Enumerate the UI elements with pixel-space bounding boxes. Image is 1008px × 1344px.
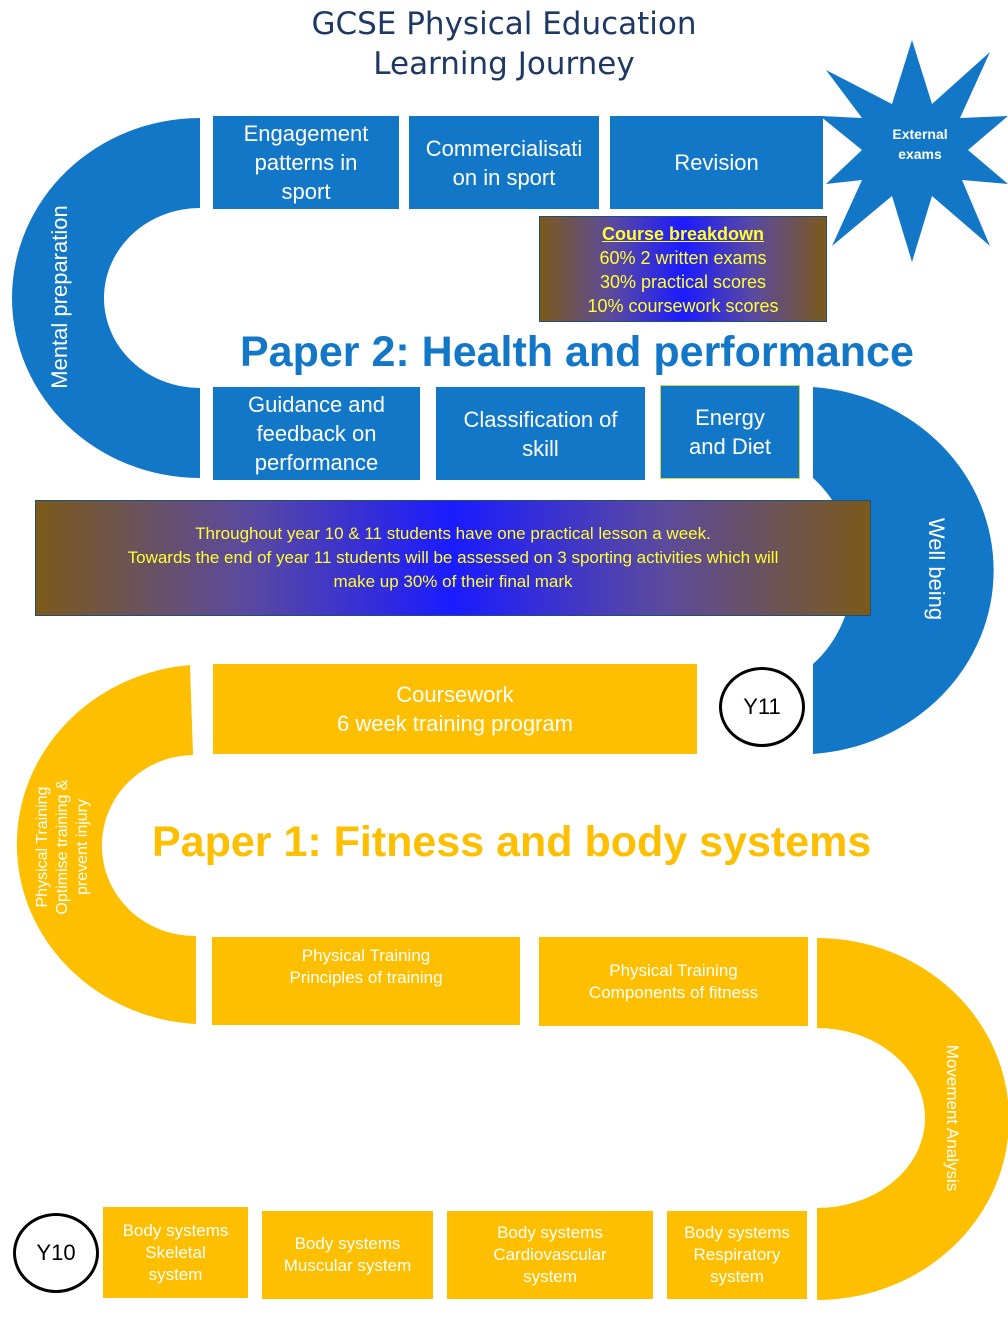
topic-revision: Revision	[610, 116, 823, 209]
topic-energy-diet: Energy and Diet	[660, 385, 800, 479]
practical-note-line: Throughout year 10 & 11 students have on…	[195, 524, 711, 543]
year-11-badge: Y11	[719, 667, 805, 747]
external-exams-starburst	[820, 40, 1008, 262]
course-breakdown-heading: Course breakdown	[601, 224, 765, 244]
well-being-curve	[813, 387, 994, 754]
paper2-heading: Paper 2: Health and performance	[240, 328, 914, 376]
course-breakdown-line: 60% 2 written exams	[599, 248, 767, 268]
topic-guidance-feedback: Guidance and feedback on performance	[213, 387, 420, 480]
physical-training-optimise-label: Physical Training Optimise training & pr…	[34, 779, 91, 915]
mental-preparation-label: Mental preparation	[47, 205, 72, 389]
practical-lessons-note: Throughout year 10 & 11 students have on…	[35, 500, 871, 616]
mental-preparation-curve	[12, 118, 200, 478]
title-line-2: Learning Journey	[373, 46, 635, 82]
topic-muscular-system: Body systems Muscular system	[262, 1211, 433, 1299]
course-breakdown-line: 10% coursework scores	[587, 296, 779, 316]
topic-skeletal-system: Body systems Skeletal system	[103, 1207, 248, 1298]
physical-training-curve	[16, 665, 197, 1024]
external-exams-label: External exams	[892, 126, 948, 162]
movement-analysis-curve	[817, 938, 1008, 1300]
title-line-1: GCSE Physical Education	[311, 6, 697, 42]
paper1-heading: Paper 1: Fitness and body systems	[152, 818, 872, 866]
practical-note-line: make up 30% of their final mark	[333, 572, 573, 591]
topic-principles-training: Physical Training Principles of training	[212, 937, 520, 1025]
topic-components-fitness: Physical Training Components of fitness	[539, 937, 808, 1026]
coursework-box: Coursework 6 week training program	[213, 664, 697, 754]
course-breakdown-box: Course breakdown 60% 2 written exams 30%…	[539, 216, 827, 322]
movement-analysis-label: Movement Analysis	[943, 1044, 962, 1192]
topic-commercialisation: Commercialisati on in sport	[409, 116, 599, 209]
well-being-label: Well being	[924, 517, 949, 621]
page-title: GCSE Physical Education Learning Journey	[0, 4, 1008, 84]
practical-note-line: Towards the end of year 11 students will…	[127, 548, 779, 567]
topic-respiratory-system: Body systems Respiratory system	[667, 1211, 807, 1299]
topic-cardiovascular-system: Body systems Cardiovascular system	[447, 1211, 653, 1299]
course-breakdown-line: 30% practical scores	[599, 272, 767, 292]
year-10-badge: Y10	[13, 1213, 99, 1293]
topic-classification-skill: Classification of skill	[436, 387, 645, 480]
topic-engagement-patterns: Engagement patterns in sport	[213, 116, 399, 209]
